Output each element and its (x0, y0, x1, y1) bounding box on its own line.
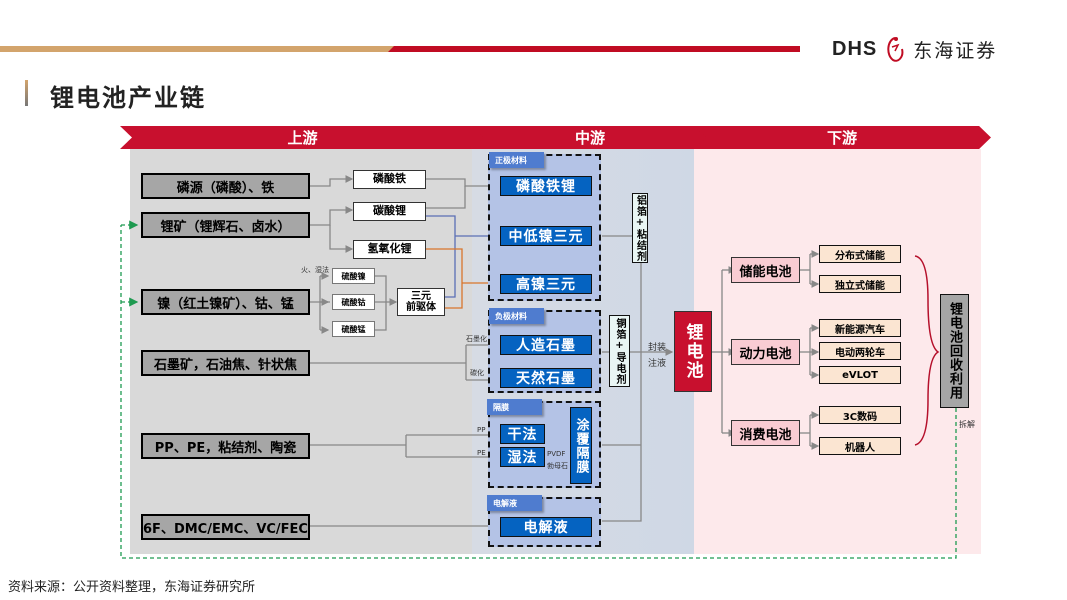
band-upstream-label: 上游 (287, 129, 318, 147)
sulfate-cobalt: 硫酸钴 (332, 294, 375, 310)
aluminum-foil-binder: 铝箔+粘结剂 (632, 193, 648, 263)
anode-natural-graphite: 天然石墨 (500, 368, 592, 388)
graphitization-label: 石墨化 (466, 335, 487, 343)
separator-tag: 隔膜 (487, 399, 542, 415)
category-energy-storage: 储能电池 (731, 257, 800, 283)
electrolyte-tag: 电解液 (487, 495, 542, 511)
title-accent (25, 80, 28, 106)
band-upstream: 上游 (120, 126, 485, 149)
coating-boehmite-label: 勃母石 (547, 462, 568, 470)
app-standalone-storage: 独立式储能 (819, 275, 901, 293)
raw-material-separator: PP、PE，粘结剂、陶瓷 (141, 433, 310, 459)
source-note: 资料来源：公开资料整理，东海证券研究所 (8, 580, 256, 595)
app-distributed-storage: 分布式储能 (819, 245, 901, 263)
intermediate-lithium-hydroxide: 氢氧化锂 (353, 240, 426, 259)
separator-dry: 干法 (500, 424, 545, 444)
input-pp-label: PP (477, 426, 486, 434)
cathode-lfp: 磷酸铁锂 (500, 176, 592, 196)
carbonization-label: 碳化 (470, 369, 484, 377)
app-evtol: eVLOT (819, 366, 901, 384)
sulfate-manganese: 硫酸锰 (332, 321, 375, 337)
band-downstream-label: 下游 (826, 129, 857, 147)
process-packaging-label: 封装 (648, 343, 667, 353)
raw-material-phosphorus: 磷源（磷酸）、铁 (141, 173, 310, 199)
band-midstream: 中游 (470, 126, 710, 149)
electrolyte-item: 电解液 (500, 517, 592, 537)
band-downstream: 下游 (693, 126, 991, 149)
coating-pvdf-label: PVDF (547, 450, 566, 458)
app-nev: 新能源汽车 (819, 319, 901, 337)
header-bar-tan (0, 46, 395, 52)
raw-material-nickel: 镍（红土镍矿）、钴、锰 (141, 289, 310, 315)
raw-material-graphite: 石墨矿，石油焦、针状焦 (141, 350, 310, 376)
cathode-tag: 正极材料 (489, 152, 544, 168)
raw-material-electrolyte: 6F、DMC/EMC、VC/FEC (141, 514, 310, 540)
battery-recycling: 锂电池回收利用 (940, 294, 969, 408)
header-bar-red (388, 46, 800, 52)
sulfate-nickel: 硫酸镍 (332, 268, 375, 284)
logo-abbr: DHS (832, 37, 878, 60)
raw-material-lithium: 锂矿（锂辉石、卤水） (141, 212, 310, 238)
category-power: 动力电池 (731, 339, 800, 365)
logo-name: 东海证券 (913, 39, 998, 62)
app-e-two-wheeler: 电动两轮车 (819, 342, 901, 360)
process-injection-label: 注液 (648, 359, 667, 369)
category-consumer: 消费电池 (731, 420, 800, 446)
precursor-line2: 前驱体 (406, 302, 436, 313)
page-title: 锂电池产业链 (50, 83, 206, 112)
intermediate-iron-phosphate: 磷酸铁 (353, 170, 426, 189)
copper-foil-conductive: 铜箔+导电剂 (609, 315, 630, 387)
anode-artificial-graphite: 人造石墨 (500, 335, 592, 355)
intermediate-lithium-carbonate: 碳酸锂 (353, 202, 426, 221)
lithium-battery: 锂电池 (674, 311, 712, 392)
anode-tag: 负极材料 (489, 308, 544, 324)
app-robot: 机器人 (819, 437, 901, 455)
cathode-high-nickel: 高镍三元 (500, 274, 592, 294)
cathode-mid-low-nickel: 中低镍三元 (500, 226, 592, 246)
separator-wet: 湿法 (500, 447, 545, 467)
dismantle-label: 拆解 (959, 420, 975, 429)
precursor-line1: 三元 (411, 290, 431, 302)
app-3c-digital: 3C数码 (819, 406, 901, 424)
dragon-logo-icon (887, 37, 904, 62)
separator-coated: 涂覆隔膜 (570, 407, 592, 484)
sulfate-process-label: 火、湿法 (301, 266, 329, 274)
band-midstream-label: 中游 (574, 129, 605, 147)
company-logo: DHS 东海证券 (832, 34, 997, 64)
input-pe-label: PE (477, 449, 486, 457)
ternary-precursor: 三元 前驱体 (397, 288, 445, 316)
